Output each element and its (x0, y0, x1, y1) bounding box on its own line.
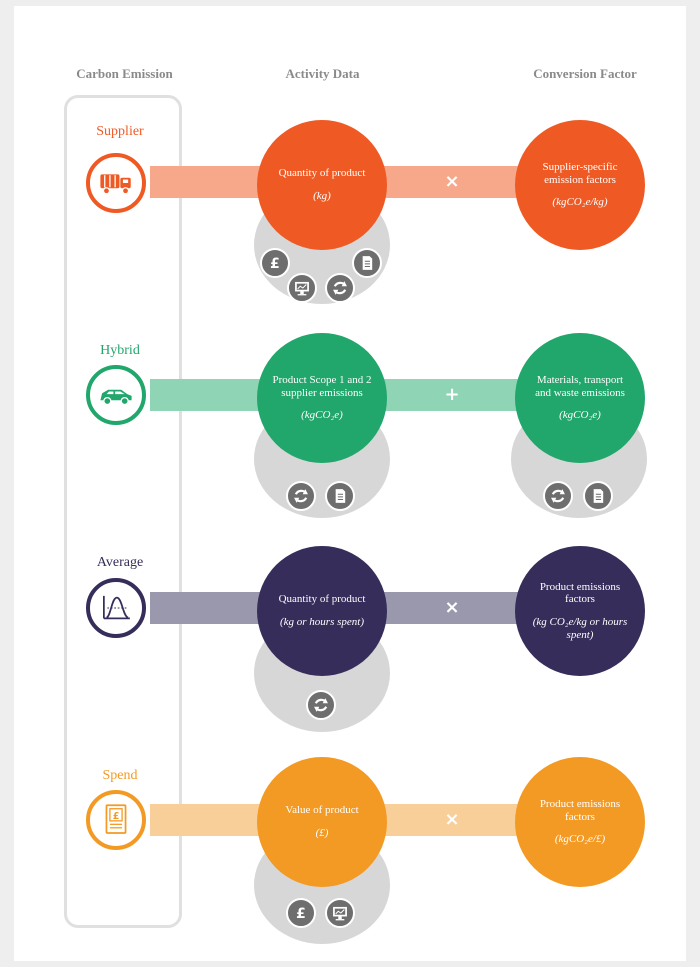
car-icon (86, 365, 146, 425)
refresh-icon (306, 690, 336, 720)
connector-band (376, 379, 536, 411)
activity-text: Quantity of product (278, 167, 366, 180)
activity-circle: Product Scope 1 and 2 supplier emissions… (257, 333, 387, 463)
connector-band (150, 379, 270, 411)
activity-unit: (kg) (313, 190, 331, 202)
connector-band (150, 592, 270, 624)
factor-text: Product emissions factors (539, 580, 621, 606)
truck-icon (86, 153, 146, 213)
multiply-operator: × (444, 597, 460, 618)
refresh-icon (286, 481, 316, 511)
factor-unit: (kgCO₂e/£) (554, 833, 606, 846)
factor-circle: Product emissions factors (kg CO₂e/kg or… (515, 546, 645, 676)
factor-unit: (kg CO₂e/kg or hours spent) (532, 616, 628, 641)
connector-band (376, 592, 536, 624)
activity-circle: Value of product (£) (257, 757, 387, 887)
category-column (64, 95, 182, 928)
document-icon (583, 481, 613, 511)
factor-unit: (kgCO₂e) (559, 409, 601, 422)
refresh-icon (543, 481, 573, 511)
page-border-right (686, 0, 700, 967)
activity-unit: (kg or hours spent) (279, 616, 365, 628)
connector-band (150, 166, 270, 198)
header-carbon-emission: Carbon Emission (76, 66, 173, 81)
svg-text:£: £ (296, 906, 306, 922)
connector-band (376, 166, 536, 198)
pound-icon: £ (260, 248, 290, 278)
header-conversion-factor: Conversion Factor (533, 66, 637, 81)
page-border-bottom (0, 961, 700, 967)
pound-icon: £ (286, 898, 316, 928)
factor-text: Supplier-specific emission factors (542, 161, 618, 186)
document-icon (352, 248, 382, 278)
refresh-icon (325, 273, 355, 303)
connector-band (376, 804, 536, 836)
factor-circle: Supplier-specific emission factors (kgCO… (515, 120, 645, 250)
factor-circle: Materials, transport and waste emissions… (515, 333, 645, 463)
page-border-top (0, 0, 700, 6)
category-label: Spend (102, 768, 138, 783)
category-label: Supplier (96, 124, 144, 139)
activity-circle: Quantity of product (kg) (257, 120, 387, 250)
document-icon (325, 481, 355, 511)
activity-unit: (kgCO₂e) (301, 409, 343, 422)
invoice-pound-icon: £ (86, 790, 146, 850)
activity-circle: Quantity of product (kg or hours spent) (257, 546, 387, 676)
connector-band (150, 804, 270, 836)
activity-text: Value of product (285, 804, 359, 817)
activity-text: Product Scope 1 and 2 supplier emissions (272, 374, 372, 399)
activity-unit: (£) (315, 827, 329, 839)
factor-text: Materials, transport and waste emissions (535, 374, 625, 399)
plus-operator: + (444, 384, 460, 405)
category-label: Average (96, 555, 144, 570)
multiply-operator: × (444, 171, 460, 192)
activity-text: Quantity of product (278, 593, 366, 606)
factor-text: Product emissions factors (539, 798, 621, 823)
monitor-chart-icon (325, 898, 355, 928)
page-border-left (0, 0, 14, 967)
svg-text:£: £ (113, 811, 120, 822)
header-activity-data: Activity Data (285, 66, 360, 81)
multiply-operator: × (444, 809, 460, 830)
svg-text:£: £ (270, 256, 280, 272)
factor-circle: Product emissions factors (kgCO₂e/£) (515, 757, 645, 887)
factor-unit: (kgCO₂e/kg) (552, 196, 608, 209)
monitor-chart-icon (287, 273, 317, 303)
category-label: Hybrid (100, 343, 140, 358)
bell-curve-icon (86, 578, 146, 638)
